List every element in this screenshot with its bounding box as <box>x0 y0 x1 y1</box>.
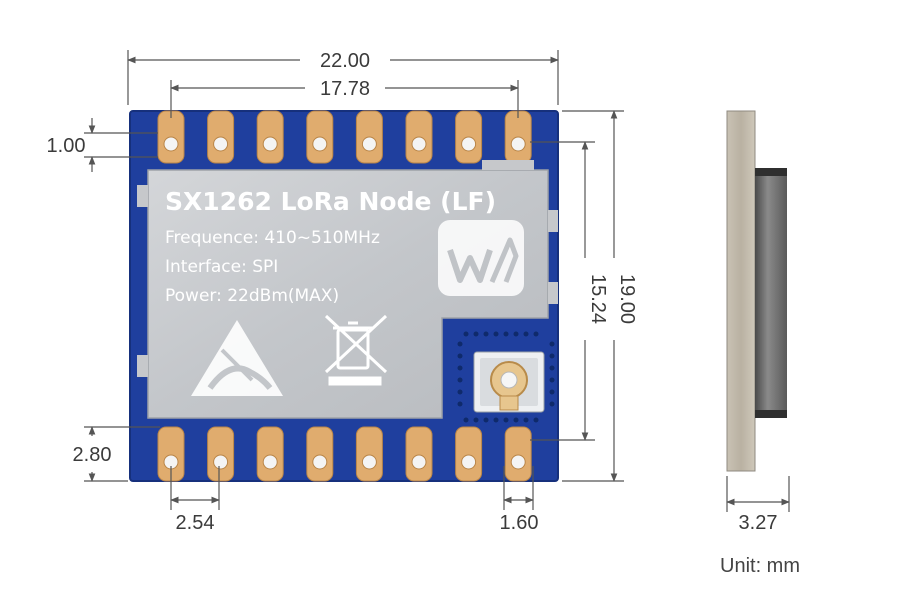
top-pad-4 <box>306 110 334 164</box>
bottom-pad-1 <box>157 426 185 482</box>
bottom-pad-row <box>157 426 532 482</box>
module-title: SX1262 LoRa Node (LF) <box>165 187 496 216</box>
top-pad-2 <box>207 110 235 164</box>
top-pad-6 <box>405 110 433 164</box>
dim-overall-height: 19.00 <box>616 274 638 324</box>
top-pad-1 <box>157 110 185 164</box>
bottom-pad-8 <box>504 426 532 482</box>
dim-overall-width: 22.00 <box>320 50 370 72</box>
dim-pad-width: 1.00 <box>47 135 86 157</box>
pcb-vias <box>457 331 555 423</box>
top-pad-5 <box>355 110 383 164</box>
dim-pad-center-span: 15.24 <box>587 274 609 324</box>
module-top-view: SX1262 LoRa Node (LF) Frequence: 410~510… <box>129 110 559 482</box>
dim-pad-pitch: 2.54 <box>176 512 215 534</box>
waveshare-logo-icon <box>438 220 524 296</box>
spec-power: Power: 22dBm(MAX) <box>165 286 339 306</box>
esd-warning-icon <box>191 320 283 396</box>
bottom-pad-2 <box>207 426 235 482</box>
dim-pad-spacing: 1.60 <box>500 512 539 534</box>
spec-frequency: Frequence: 410~510MHz <box>165 228 380 248</box>
top-pad-row <box>157 110 532 164</box>
dim-thickness: 3.27 <box>739 512 778 534</box>
top-pad-8 <box>504 110 532 164</box>
dim-pad-row-span: 17.78 <box>320 78 370 100</box>
weee-crossed-bin-icon <box>324 314 388 386</box>
ufl-antenna-connector-icon <box>473 351 545 413</box>
top-pad-3 <box>256 110 284 164</box>
top-pad-7 <box>455 110 483 164</box>
bottom-pad-6 <box>405 426 433 482</box>
dim-edge-to-pad: 2.80 <box>73 444 112 466</box>
dimension-lines <box>84 50 790 512</box>
unit-label: Unit: mm <box>720 555 800 577</box>
bottom-pad-4 <box>306 426 334 482</box>
bottom-pad-3 <box>256 426 284 482</box>
bottom-pad-7 <box>455 426 483 482</box>
bottom-pad-5 <box>355 426 383 482</box>
side-pcb <box>726 110 756 472</box>
side-shield-can <box>755 168 787 418</box>
module-side-view <box>726 110 787 472</box>
spec-interface: Interface: SPI <box>165 257 278 277</box>
